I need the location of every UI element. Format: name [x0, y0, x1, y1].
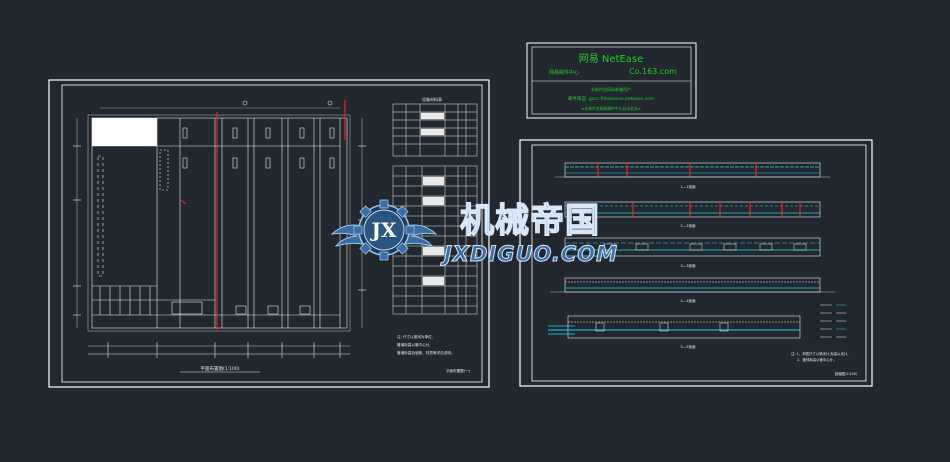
right-sheet-inner-frame	[531, 144, 867, 382]
equipment-table-title: 设备材料表	[422, 96, 442, 102]
netease-left-label: 网易邮件中心	[549, 69, 579, 76]
section-label-3: 3—3剖面	[681, 263, 696, 268]
section-4: 4—4剖面	[550, 277, 835, 303]
plan-view	[73, 100, 366, 373]
netease-signature-box: 网易 NetEase 网易邮件中心 Co.163.com 本邮件由网易邮箱用户 …	[526, 42, 697, 119]
plan-filled-block	[92, 118, 157, 146]
netease-line2: 本邮件由网易邮箱用户	[591, 86, 631, 92]
right-sheet-outer-frame	[519, 139, 873, 387]
netease-footer-line: ※本邮件由网易邮件中心自动发送※	[581, 106, 641, 111]
left-notes-line2: 管道标高以管中心计,	[397, 342, 431, 347]
watermark-english-name: JXDIGUO.COM	[440, 242, 618, 266]
left-notes-line3: 管道标高及坡度、材质等详见说明。	[397, 350, 455, 355]
section-label-5: 5—5剖面	[681, 344, 696, 349]
netease-email-line: 邮件来自: gzcc-fileservice.netease.com	[568, 95, 654, 102]
section-1: 1—1剖面	[555, 162, 830, 189]
section-label-1: 1—1剖面	[681, 184, 696, 189]
right-legend	[820, 304, 846, 338]
gear-icon: JX	[353, 199, 415, 261]
section-2: 2—2剖面	[564, 201, 821, 228]
left-notes-line1: 注: 尺寸以毫米为单位,	[397, 334, 433, 339]
netease-title: 网易 NetEase	[579, 53, 644, 65]
right-sheet-label: 剖面图(1:100)	[835, 371, 858, 376]
left-drawing-sheet: 平面布置图(1:100) 设备材料表	[48, 79, 490, 388]
material-table	[392, 165, 478, 315]
section-label-2: 2—2剖面	[681, 223, 696, 228]
red-pipe-lines	[180, 100, 346, 330]
left-sheet-inner-frame	[61, 84, 483, 383]
right-drawing-sheet: 1—1剖面 2—2剖面 3—3剖面	[519, 139, 873, 387]
netease-domain: Co.163.com	[629, 67, 677, 76]
section-5: 5—5剖面	[548, 315, 801, 349]
section-label-4: 4—4剖面	[681, 298, 696, 303]
left-sheet-label: 平面布置图(一)	[446, 368, 471, 373]
jxdiguo-watermark: JX 机械帝国 JXDIGUO.COM	[330, 199, 618, 267]
watermark-chinese-name: 机械帝国	[460, 201, 600, 241]
plan-outline	[91, 117, 348, 329]
netease-inner-frame	[531, 46, 692, 115]
right-notes-line1: 注: 1、本图尺寸以毫米计,标高以米计,	[791, 351, 848, 356]
plan-title: 平面布置图(1:100)	[201, 365, 240, 372]
logo-letters: JX	[370, 218, 397, 242]
netease-outer-frame	[526, 42, 697, 119]
left-sheet-outer-frame	[48, 79, 490, 388]
equipment-table	[392, 103, 478, 157]
right-notes-line2: 2、管线标高以管中心计。	[797, 357, 836, 362]
section-3: 3—3剖面	[564, 237, 821, 268]
